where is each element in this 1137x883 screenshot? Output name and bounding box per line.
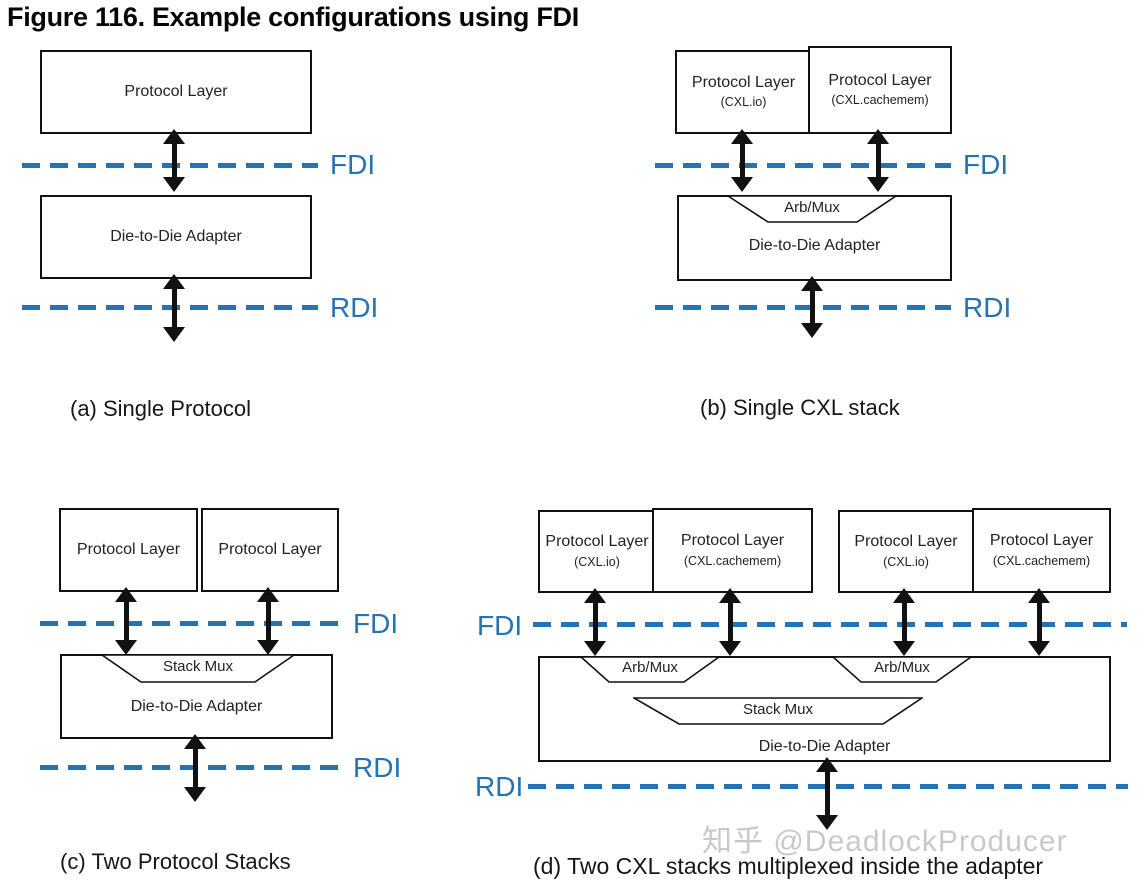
bidirectional-arrow (255, 587, 281, 655)
fdi-label: FDI (353, 608, 399, 639)
protocol-layer-label: Protocol Layer (218, 540, 322, 558)
trapezoid-shape (633, 697, 923, 725)
caption-d: (d) Two CXL stacks multiplexed inside th… (533, 853, 1044, 879)
rdi-label: RDI (353, 752, 402, 783)
protocol-layer-box-cxl-io: Protocol Layer (CXL.io) (538, 510, 656, 593)
protocol-layer-box: Protocol Layer (40, 50, 312, 134)
protocol-layer-box: Protocol Layer (201, 508, 339, 592)
protocol-layer-label: Protocol Layer (828, 71, 932, 89)
arb-mux-trapezoid: Arb/Mux (832, 656, 972, 683)
protocol-layer-label: Protocol Layer (680, 532, 785, 550)
protocol-layer-label: Protocol Layer (545, 533, 649, 551)
die-to-die-adapter-box: Arb/Mux Die-to-Die Adapter (677, 195, 952, 281)
bidirectional-arrow (891, 588, 917, 656)
fdi-label: FDI (963, 149, 1009, 180)
rdi-label: RDI (963, 292, 1012, 323)
cxl-cachemem-sublabel: (CXL.cachemem) (992, 553, 1091, 568)
fdi-dashed-line (40, 621, 338, 626)
fdi-dashed-line (655, 163, 951, 168)
fdi-dashed-line (533, 622, 1127, 627)
trapezoid-shape (832, 656, 972, 683)
protocol-layer-label: Protocol Layer (691, 73, 796, 91)
die-to-die-adapter-box: Stack Mux Die-to-Die Adapter (60, 654, 333, 739)
stack-mux-trapezoid: Stack Mux (101, 654, 295, 683)
protocol-layer-label: Protocol Layer (76, 540, 181, 558)
protocol-layer-box-cxl-cachemem: Protocol Layer (CXL.cachemem) (652, 508, 813, 593)
arb-mux-label: Arb/Mux (874, 659, 930, 676)
bidirectional-arrow (729, 129, 755, 192)
die-to-die-adapter-label: Die-to-Die Adapter (130, 698, 263, 715)
protocol-layer-box: Protocol Layer (59, 508, 198, 592)
protocol-layer-box-cxl-io: Protocol Layer (CXL.io) (675, 50, 812, 134)
die-to-die-adapter-box: Die-to-Die Adapter (40, 195, 312, 279)
bidirectional-arrow (799, 276, 825, 338)
rdi-dashed-line (655, 305, 951, 310)
bidirectional-arrow (161, 129, 187, 192)
cxl-cachemem-sublabel: (CXL.cachemem) (683, 553, 782, 568)
bidirectional-arrow (182, 734, 208, 802)
figure-title: Figure 116. Example configurations using… (7, 2, 579, 32)
stack-mux-label: Stack Mux (742, 701, 814, 718)
arb-mux-label: Arb/Mux (622, 659, 678, 676)
cxl-io-sublabel: (CXL.io) (720, 95, 767, 110)
rdi-label: RDI (475, 771, 524, 802)
arb-mux-label: Arb/Mux (784, 199, 840, 216)
rdi-dashed-line (40, 765, 338, 770)
fdi-label: FDI (330, 149, 376, 180)
protocol-layer-box-cxl-io: Protocol Layer (CXL.io) (838, 510, 974, 593)
cxl-io-sublabel: (CXL.io) (574, 554, 620, 569)
trapezoid-shape (101, 654, 295, 683)
die-to-die-adapter-label: Die-to-Die Adapter (110, 227, 242, 245)
bidirectional-arrow (717, 588, 743, 656)
fdi-label: FDI (477, 610, 523, 641)
protocol-layer-label: Protocol Layer (854, 533, 958, 551)
fdi-dashed-line (22, 163, 318, 168)
bidirectional-arrow (582, 588, 608, 656)
watermark: 知乎 @DeadlockProducer (702, 825, 1068, 858)
die-to-die-adapter-label: Die-to-Die Adapter (748, 237, 881, 254)
protocol-layer-label: Protocol Layer (124, 82, 228, 100)
arb-mux-trapezoid: Arb/Mux (727, 195, 897, 223)
bidirectional-arrow (113, 587, 139, 655)
bidirectional-arrow (865, 129, 891, 192)
caption-c: (c) Two Protocol Stacks (60, 849, 291, 874)
stack-mux-label: Stack Mux (162, 658, 234, 675)
bidirectional-arrow (1026, 588, 1052, 656)
stack-mux-trapezoid: Stack Mux (633, 697, 923, 725)
caption-b: (b) Single CXL stack (700, 395, 900, 420)
rdi-label: RDI (330, 292, 379, 323)
bidirectional-arrow (814, 757, 840, 830)
bidirectional-arrow (161, 274, 187, 342)
protocol-layer-label: Protocol Layer (989, 532, 1094, 550)
trapezoid-shape (727, 195, 897, 223)
die-to-die-adapter-box: Arb/Mux Arb/Mux Stack Mux Die-to-Die Ada… (538, 656, 1111, 762)
cxl-cachemem-sublabel: (CXL.cachemem) (831, 93, 929, 108)
arb-mux-trapezoid: Arb/Mux (580, 656, 720, 683)
protocol-layer-box-cxl-cachemem: Protocol Layer (CXL.cachemem) (808, 46, 952, 134)
trapezoid-shape (580, 656, 720, 683)
rdi-dashed-line (22, 305, 318, 310)
protocol-layer-box-cxl-cachemem: Protocol Layer (CXL.cachemem) (972, 508, 1111, 593)
caption-a: (a) Single Protocol (70, 396, 251, 421)
cxl-io-sublabel: (CXL.io) (883, 554, 929, 569)
die-to-die-adapter-label: Die-to-Die Adapter (758, 738, 891, 755)
